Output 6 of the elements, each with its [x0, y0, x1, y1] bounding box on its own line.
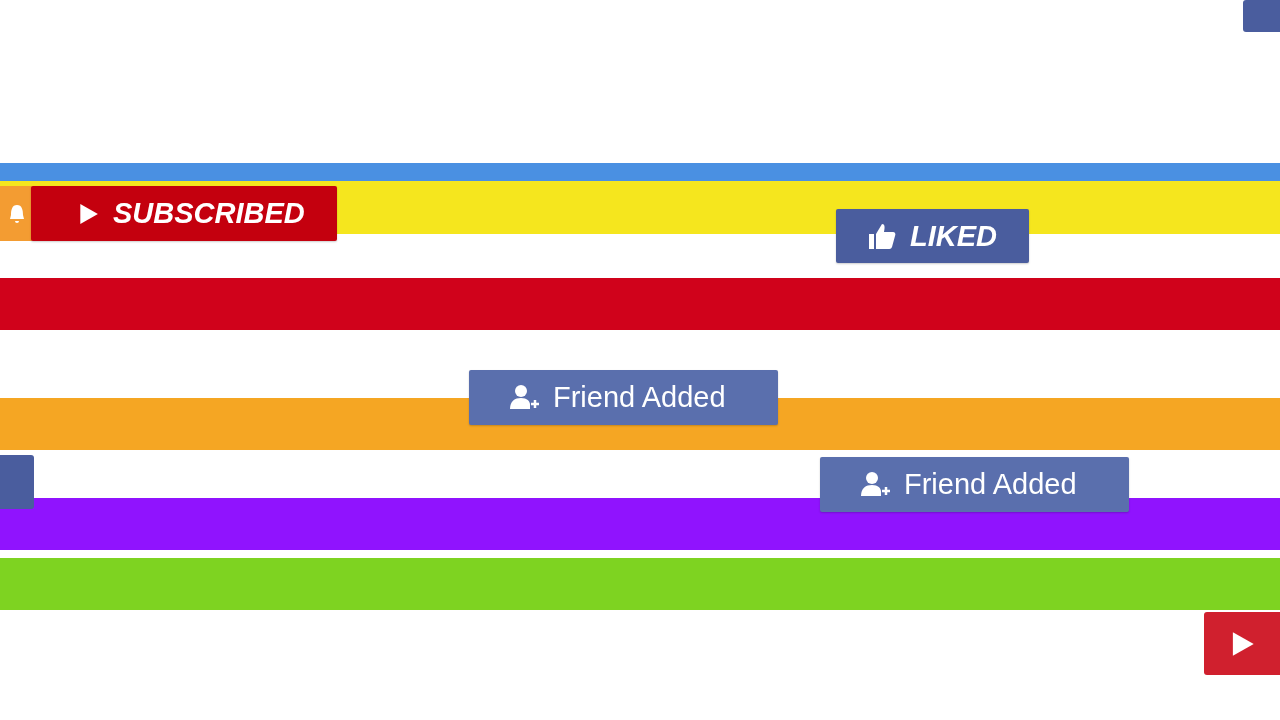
add-friend-button: Friend Added: [469, 370, 778, 425]
liked-button: LIKED: [836, 209, 1029, 263]
play-button: [1204, 612, 1280, 675]
add-friend-button: Friend Added: [820, 457, 1129, 512]
subscribed-button: SUBSCRIBED: [31, 186, 337, 241]
bell-button: [0, 186, 34, 241]
